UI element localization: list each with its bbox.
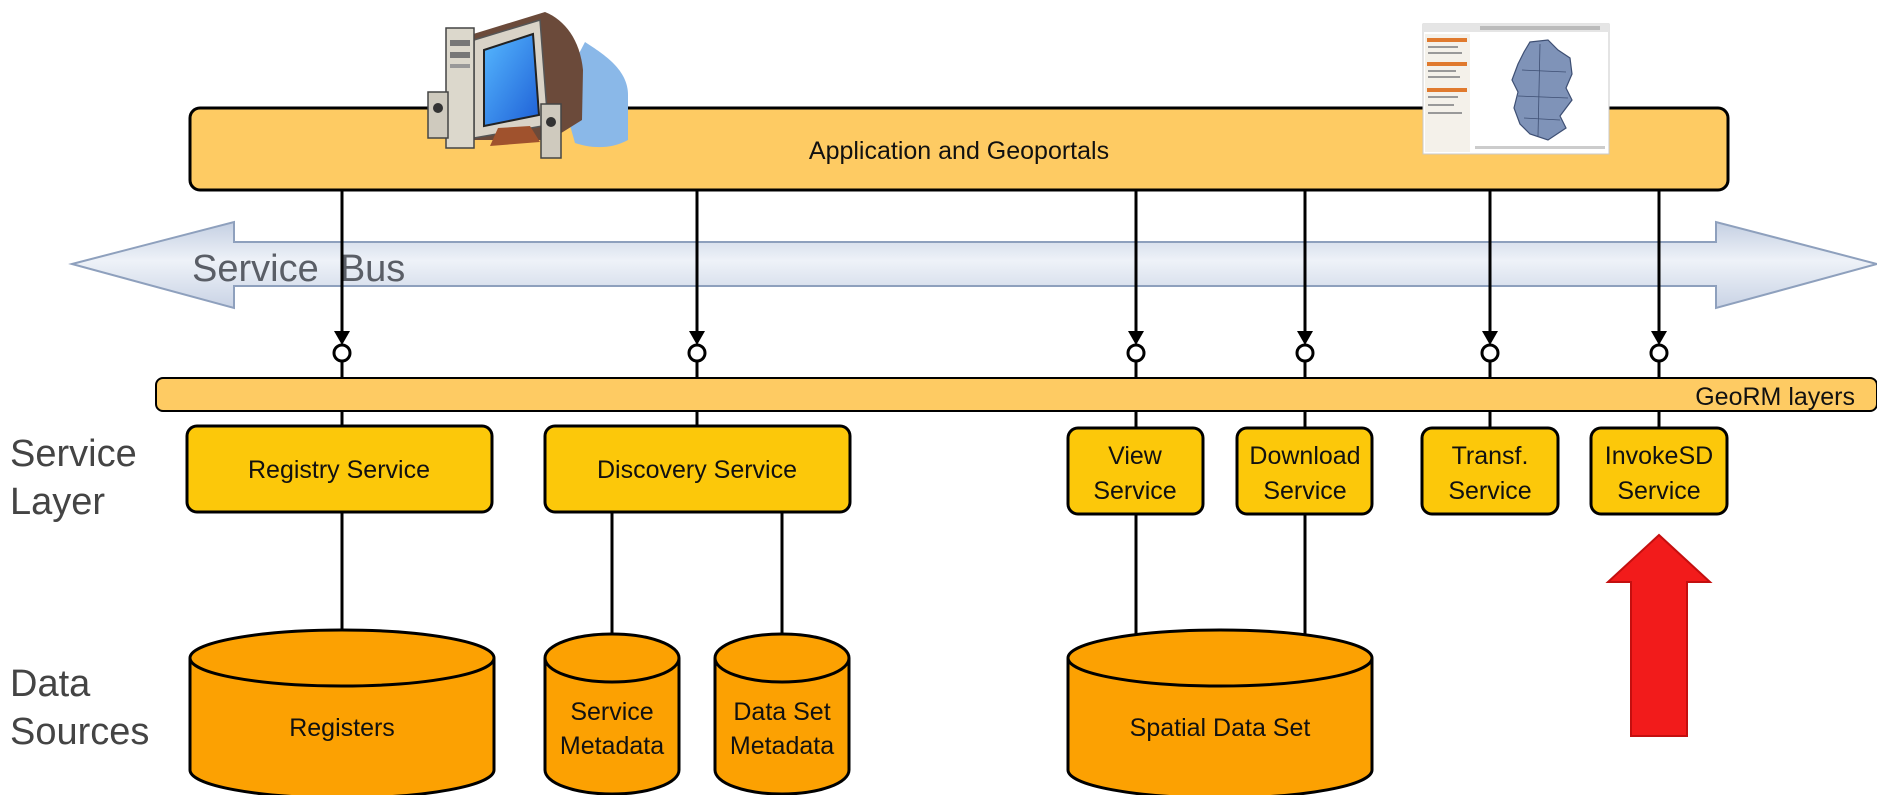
row-label-service-layer: Service Layer (10, 433, 137, 523)
red-highlight-arrow (1605, 533, 1713, 737)
row-label-line: Sources (10, 711, 149, 753)
row-label-line: Data (10, 663, 91, 705)
row-label-line: Layer (10, 481, 105, 523)
download-service-box: Download Service (1235, 426, 1374, 516)
invokesd-service-box: InvokeSD Service (1589, 426, 1729, 516)
row-label-data-sources: Data Sources (10, 663, 149, 753)
service-label: Service (1093, 477, 1176, 505)
row-label-line: Service (10, 433, 137, 475)
service-label: Registry Service (248, 456, 430, 484)
service-label: Discovery Service (597, 456, 797, 484)
data-source-label: Metadata (730, 732, 834, 760)
interface-stems (340, 361, 1661, 378)
data-source-label: Data Set (733, 698, 830, 726)
georm-to-service-links (340, 411, 1661, 428)
service-label: Service (1448, 477, 1531, 505)
service-label: View (1108, 442, 1163, 470)
interface-circles (332, 343, 1669, 363)
transf-service-box: Transf. Service (1420, 426, 1560, 516)
service-label: Service (1263, 477, 1346, 505)
service-label: Transf. (1452, 442, 1529, 470)
application-bar-label: Application and Geoportals (809, 137, 1109, 165)
service-label: Service (1617, 477, 1700, 505)
service-label: Download (1249, 442, 1360, 470)
data-source-label: Service (570, 698, 653, 726)
data-source-label: Metadata (560, 732, 664, 760)
discovery-service-box: Discovery Service (543, 424, 852, 514)
spatial-dataset-cylinder: Spatial Data Set (1066, 628, 1374, 795)
dataset-metadata-cylinder: Data Set Metadata (713, 632, 851, 795)
data-source-label: Spatial Data Set (1130, 714, 1311, 742)
bus-connectors-front (340, 190, 1661, 334)
registry-service-box: Registry Service (185, 424, 494, 514)
data-source-label: Registers (289, 714, 395, 742)
geoportal-map-screenshot-icon (1422, 23, 1610, 155)
georm-label: GeoRM layers (1695, 383, 1855, 411)
interface-arrowheads (334, 331, 1667, 345)
service-bus-arrow: Service Bus (68, 220, 1877, 310)
georm-layer-bar: GeoRM layers (155, 377, 1877, 412)
service-metadata-cylinder: Service Metadata (543, 632, 681, 795)
service-bus-label: Service Bus (192, 248, 405, 290)
view-service-box: View Service (1066, 426, 1205, 516)
registers-cylinder: Registers (188, 628, 496, 795)
desktop-computer-icon (427, 12, 628, 159)
service-label: InvokeSD (1605, 442, 1713, 470)
